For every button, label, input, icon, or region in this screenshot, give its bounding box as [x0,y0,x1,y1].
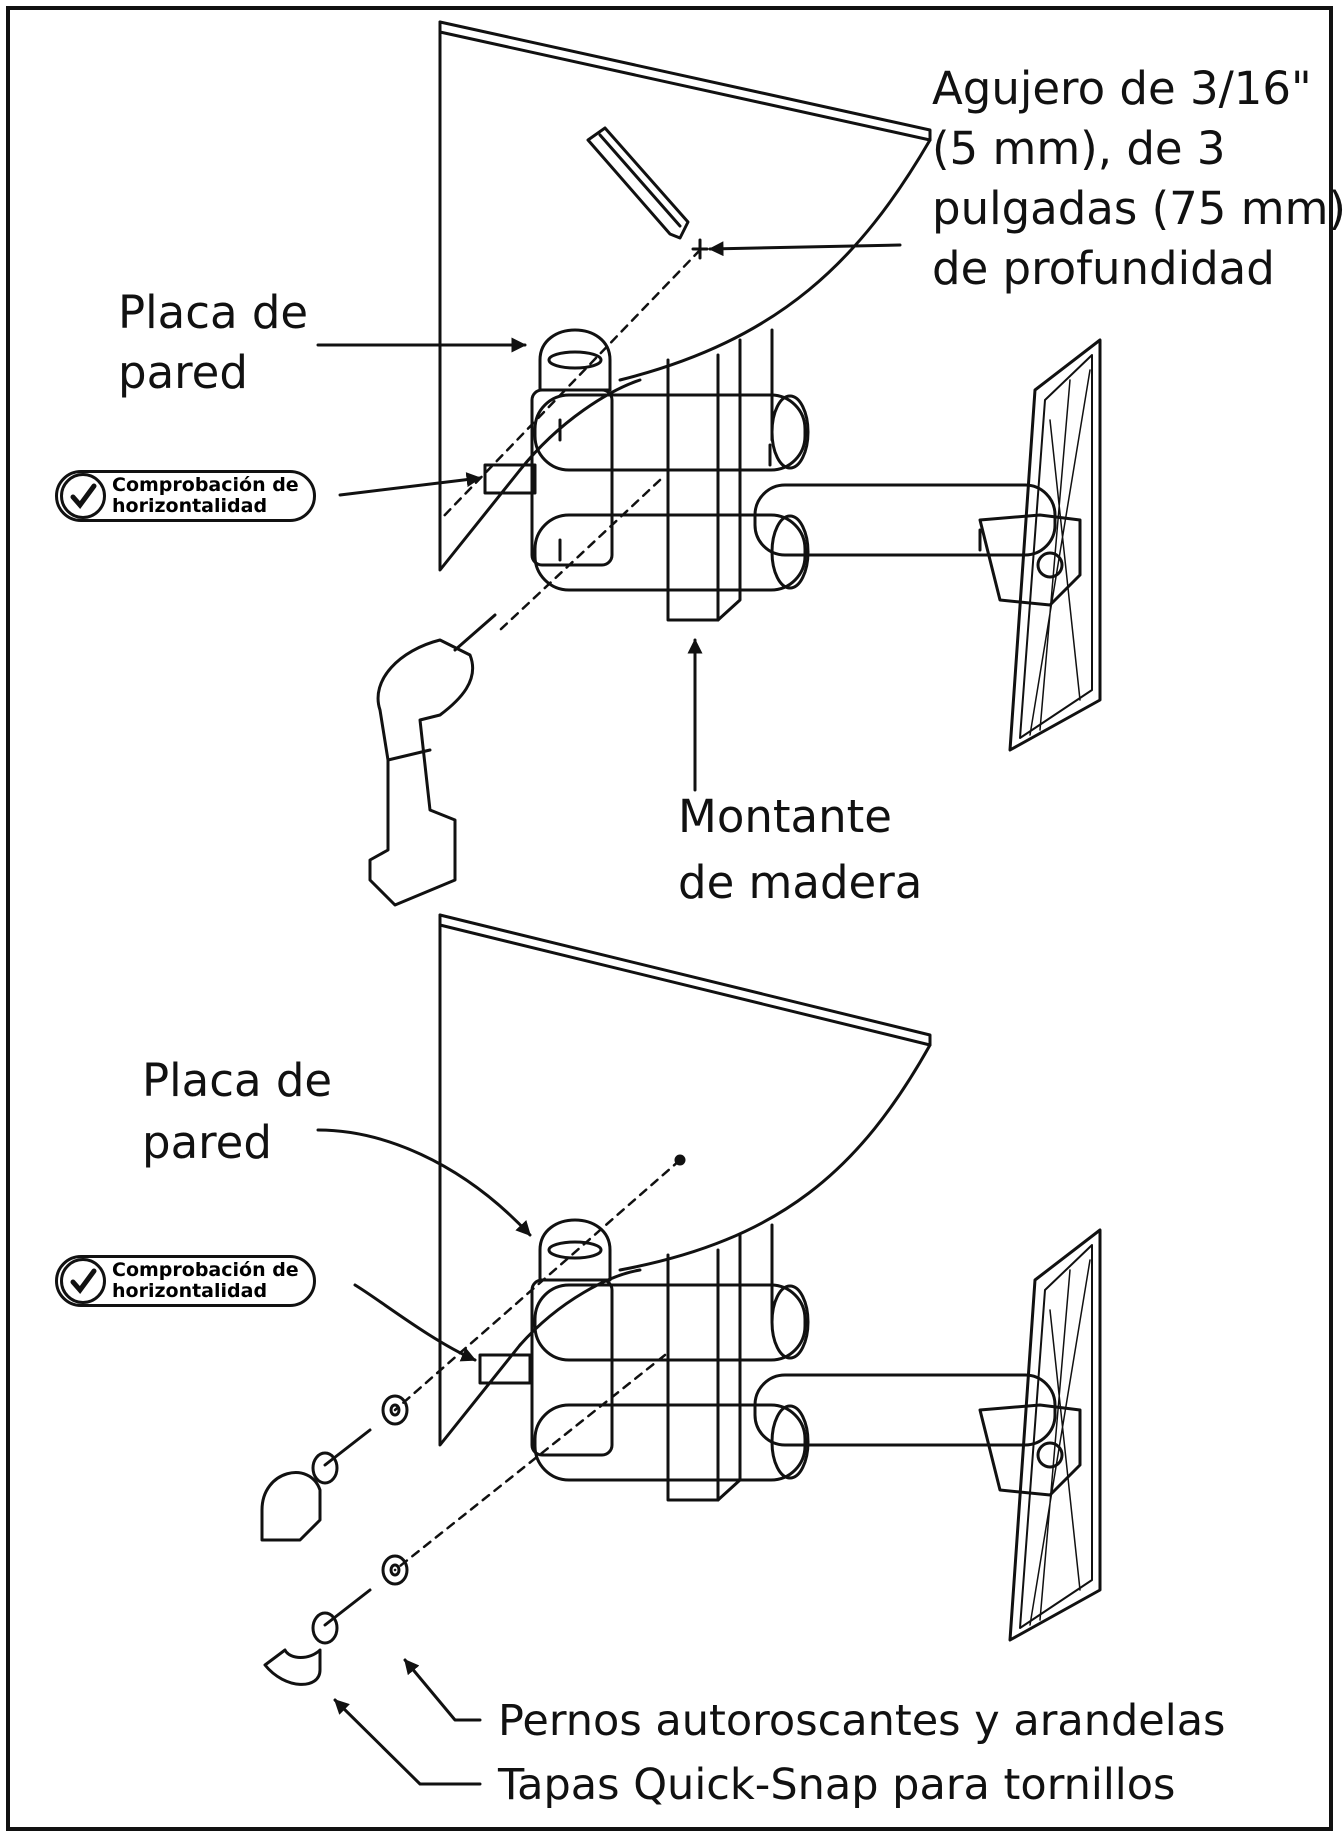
bolt-guide-lines-bottom [393,1158,682,1572]
wall-section-top [438,20,932,572]
level-check-bottom-line-1: Comprobación de [112,1259,299,1281]
tv-bracket-top [1008,338,1102,752]
check-icon [60,1258,106,1304]
level-check-top-line-2: horizontalidad [112,495,268,517]
drill-icon [368,613,497,907]
tv-bracket-bottom [1008,1228,1102,1642]
level-check-top-line-1: Comprobación de [112,474,299,496]
callout-arrows-top [316,241,902,792]
level-check-badge-bottom: Comprobación de horizontalidad [55,1255,316,1307]
level-check-badge-top: Comprobación de horizontalidad [55,470,316,522]
hole-label-line-2: (5 mm), de 3 [932,122,1226,175]
lag-bolt-icon [311,1428,372,1645]
wall-section-bottom [438,913,932,1447]
level-check-bottom-line-2: horizontalidad [112,1280,268,1302]
wood-stud-top [666,328,774,622]
hole-label-line-3: pulgadas (75 mm) [932,182,1343,235]
pencil-icon [586,126,690,240]
diagram-frame [6,6,1333,1831]
hole-label-line-4: de profundidad [932,242,1275,295]
pilot-hole-dot [674,1154,686,1166]
screw-caps-label: Tapas Quick-Snap para tornillos [498,1760,1176,1810]
stud-label-line-1: Montante [678,790,892,843]
mount-assembly-bottom [478,1218,1082,1497]
callout-arrows-bottom [316,1128,532,1786]
wall-plate-label-top-1: Placa de [118,286,309,339]
mount-assembly-top [483,328,1082,607]
check-icon [60,473,106,519]
wall-plate-label-top-2: pared [118,346,248,399]
wall-plate-label-bottom-2: pared [142,1116,272,1169]
screw-cap-icon [260,1471,322,1686]
lag-bolts-label: Pernos autoroscantes y arandelas [498,1696,1226,1746]
drill-guide-lines-top [438,248,702,632]
stud-label-line-2: de madera [678,856,923,909]
hole-label-line-1: Agujero de 3/16" [932,62,1312,115]
washer-icon [381,1394,409,1586]
wall-plate-label-bottom-1: Placa de [142,1054,333,1107]
wood-stud-bottom [666,1223,774,1502]
